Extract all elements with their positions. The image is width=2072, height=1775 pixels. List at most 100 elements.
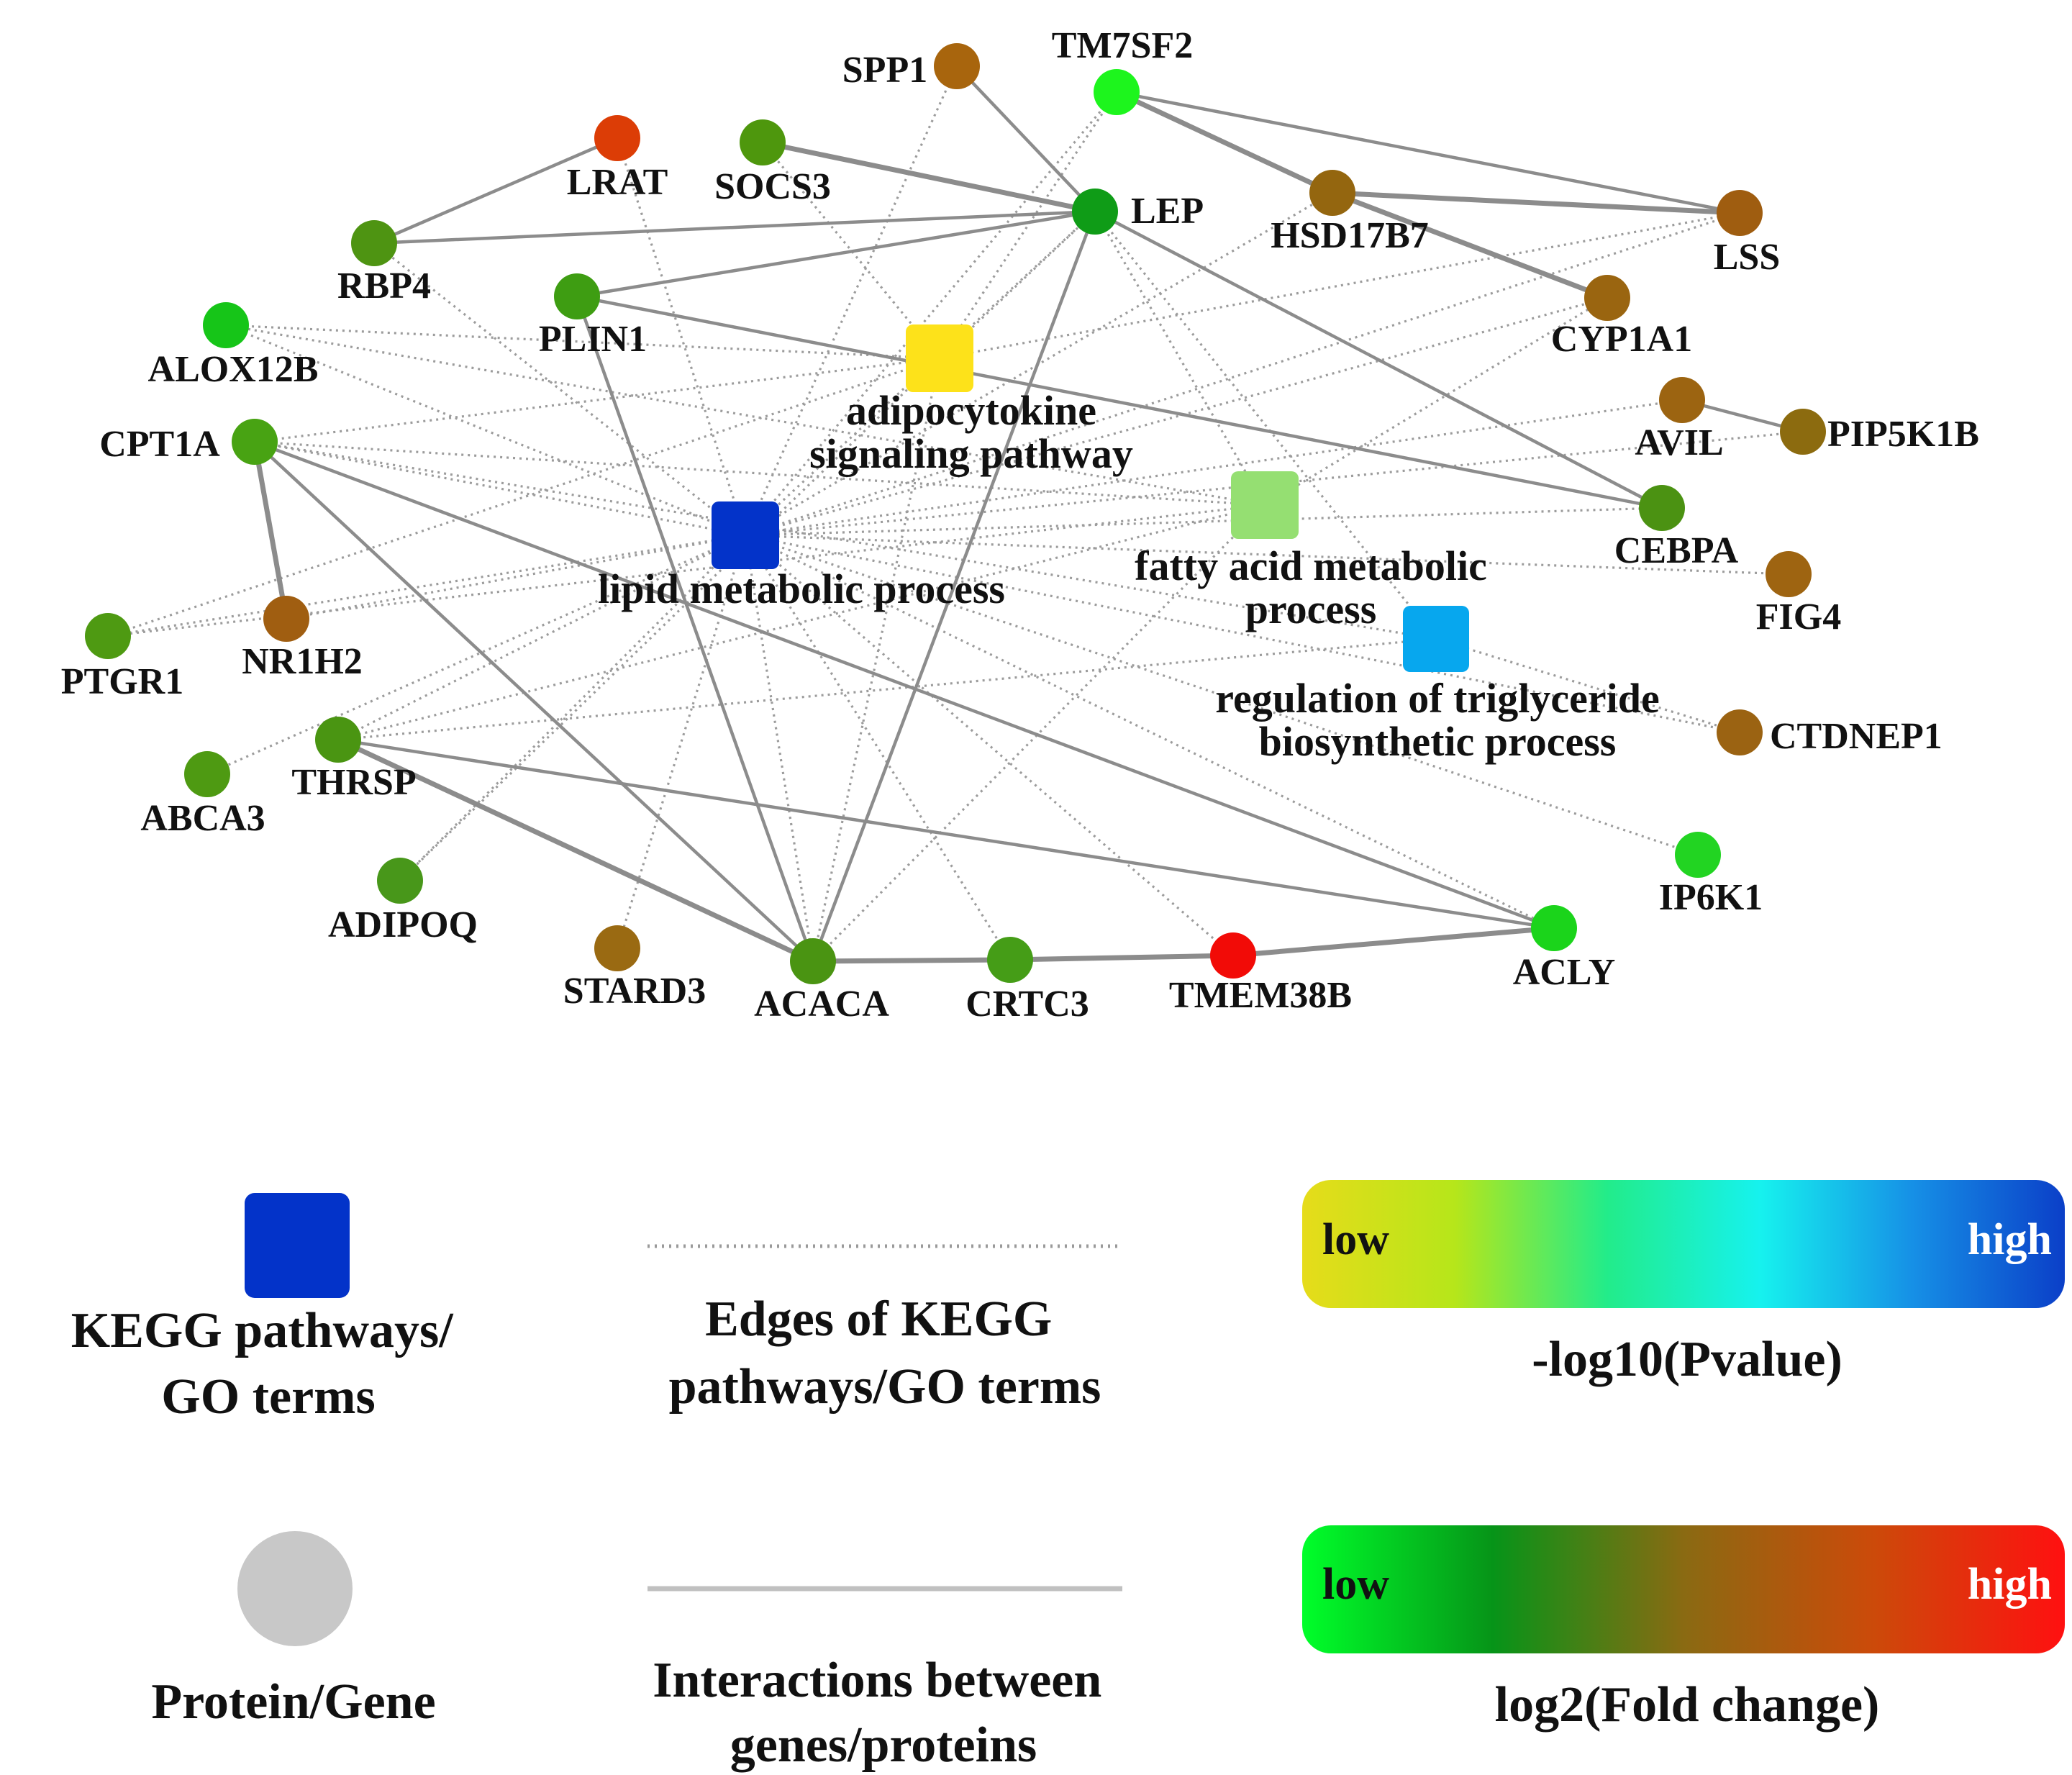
term-edge-trig-LEP xyxy=(1094,211,1437,640)
gene-node-ptgr1 xyxy=(85,613,131,659)
term-edge-adipo-SOCS3 xyxy=(761,141,941,360)
gene-node-nr1h2 xyxy=(263,596,309,642)
gene-label-nr1h2: NR1H2 xyxy=(242,641,363,682)
gene-node-cpt1a xyxy=(232,419,278,465)
term-edge-trig-CPT1A xyxy=(254,440,1437,640)
term-edge-lipid-CYP1A1 xyxy=(745,296,1608,537)
interaction-edge-SPP1-LEP xyxy=(955,65,1096,213)
gene-node-acaca xyxy=(790,938,836,984)
term-edge-layer xyxy=(107,65,1804,963)
term-edge-lipid-RBP4 xyxy=(373,242,746,537)
interaction-edge-CPT1A-ACACA xyxy=(253,440,814,963)
legend-term-edge-label: Edges of KEGG pathways/GO terms xyxy=(669,1291,1101,1415)
gene-label-lep: LEP xyxy=(1131,191,1204,232)
gene-label-fig4: FIG4 xyxy=(1756,596,1841,637)
term-edge-lipid-ABCA3 xyxy=(206,534,746,776)
gene-label-cpt1a: CPT1A xyxy=(99,424,220,465)
term-edge-lipid-SPP1 xyxy=(744,65,958,536)
term-edge-fatty-CPT1A xyxy=(254,440,1266,507)
gene-label-acaca: ACACA xyxy=(754,984,889,1025)
term-edge-trig-CTDNEP1 xyxy=(1435,637,1740,734)
gene-label-ctdnep1: CTDNEP1 xyxy=(1770,716,1942,757)
term-node-trig xyxy=(1403,606,1469,672)
legend-term-swatch xyxy=(245,1193,350,1298)
gene-node-adipoq xyxy=(377,858,423,904)
legend-gene-label: Protein/Gene xyxy=(151,1674,435,1730)
gene-label-crtc3: CRTC3 xyxy=(965,984,1089,1025)
term-edge-lipid-PTGR1 xyxy=(107,534,746,637)
gene-node-cyp1a1 xyxy=(1584,275,1630,321)
gene-label-pip5k1b: PIP5K1B xyxy=(1827,414,1979,455)
term-edge-lipid-LEP xyxy=(744,210,1096,537)
interaction-edge-HSD17B7-CYP1A1 xyxy=(1331,190,1609,301)
interaction-edge-TMEM38B-ACLY xyxy=(1232,925,1555,958)
gene-node-spp1 xyxy=(934,43,980,89)
interaction-edge-SOCS3-LEP xyxy=(762,140,1096,214)
gene-label-abca3: ABCA3 xyxy=(140,798,265,839)
term-edge-adipo-CPT1A xyxy=(254,357,940,443)
pvalue-high-label: high xyxy=(1968,1215,2052,1264)
interaction-edge-LRAT-RBP4 xyxy=(373,136,618,245)
interaction-edge-PLIN1-LEP xyxy=(576,209,1096,299)
term-edge-lipid-AVIL xyxy=(745,399,1683,537)
gene-node-ip6k1 xyxy=(1675,832,1721,878)
gene-node-crtc3 xyxy=(987,937,1033,983)
gene-label-thrsp: THRSP xyxy=(291,762,416,803)
gene-label-lss: LSS xyxy=(1714,237,1781,278)
gene-node-lss xyxy=(1717,190,1763,236)
gene-label-tmem38b: TMEM38B xyxy=(1169,975,1352,1016)
gene-label-ptgr1: PTGR1 xyxy=(61,661,183,702)
gene-node-avil xyxy=(1659,377,1705,423)
gene-label-ip6k1: IP6K1 xyxy=(1659,877,1763,918)
term-edge-adipo-ACACA xyxy=(812,358,941,962)
fold-change-colorbar-title: log2(Fold change) xyxy=(1495,1677,1880,1733)
interaction-edge-HSD17B7-LSS xyxy=(1332,190,1740,216)
term-edge-trig-THRSP xyxy=(337,637,1437,741)
gene-label-cyp1a1: CYP1A1 xyxy=(1551,319,1692,360)
gene-label-alox12b: ALOX12B xyxy=(148,349,319,390)
fold-change-low-label: low xyxy=(1322,1560,1389,1609)
pvalue-colorbar xyxy=(1302,1180,2065,1308)
legend-gene-swatch xyxy=(237,1531,353,1646)
pvalue-colorbar-title: -log10(Pvalue) xyxy=(1532,1332,1842,1387)
interaction-edge-THRSP-ACACA xyxy=(337,737,814,964)
term-node-fatty xyxy=(1231,471,1299,539)
gene-label-lrat: LRAT xyxy=(567,162,668,203)
fold-change-high-label: high xyxy=(1968,1560,2052,1609)
term-edge-lipid-CTDNEP1 xyxy=(745,534,1740,734)
term-edge-fatty-LEP xyxy=(1094,211,1266,506)
gene-node-lrat xyxy=(594,115,640,161)
gene-node-stard3 xyxy=(594,925,640,971)
interaction-edge-ACACA-CRTC3 xyxy=(812,957,1011,964)
gene-label-cebpa: CEBPA xyxy=(1614,530,1739,571)
term-node-adipo xyxy=(906,324,973,392)
gene-label-acly: ACLY xyxy=(1513,952,1616,993)
gene-label-avil: AVIL xyxy=(1635,422,1723,463)
term-edge-adipo-ADIPOQ xyxy=(399,357,941,882)
gene-node-lep xyxy=(1072,189,1118,235)
gene-node-abca3 xyxy=(184,751,230,797)
term-edge-lipid-LRAT xyxy=(616,137,747,536)
gene-node-socs3 xyxy=(740,119,786,165)
term-edge-lipid-CEBPA xyxy=(745,507,1663,537)
term-label-lipid: lipid metabolic process xyxy=(598,566,1005,612)
gene-label-adipoq: ADIPOQ xyxy=(328,904,478,945)
interaction-edge-layer xyxy=(252,65,1804,964)
gene-node-ctdnep1 xyxy=(1717,709,1763,755)
term-edge-lipid-THRSP xyxy=(337,534,746,741)
interaction-edge-THRSP-ACLY xyxy=(337,737,1555,930)
interaction-edge-LEP-CEBPA xyxy=(1094,210,1663,509)
gene-node-hsd17b7 xyxy=(1309,170,1355,216)
interaction-edge-LEP-ACACA xyxy=(811,211,1097,962)
gene-label-rbp4: RBP4 xyxy=(337,265,431,307)
legend-interaction-label: Interactions between genes/proteins xyxy=(653,1653,1114,1773)
gene-label-plin1: PLIN1 xyxy=(539,319,647,360)
term-edge-lipid-NR1H2 xyxy=(286,534,746,620)
interaction-edge-CRTC3-TMEM38B xyxy=(1009,953,1234,963)
term-edge-adipo-TM7SF2 xyxy=(938,91,1118,359)
